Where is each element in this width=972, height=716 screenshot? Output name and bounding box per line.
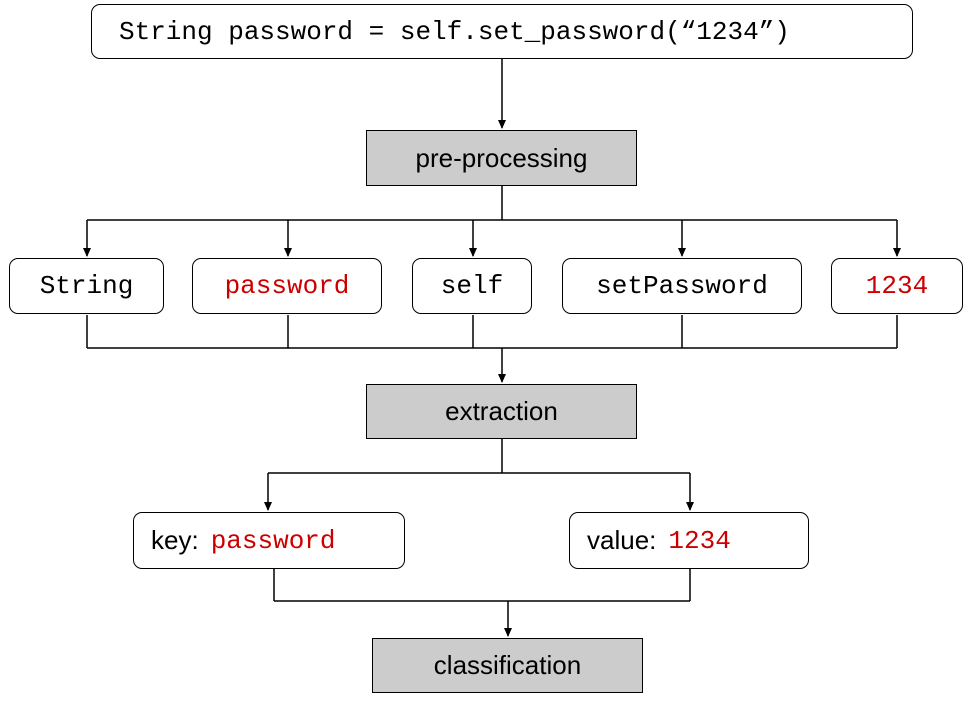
- classification-label: classification: [433, 650, 582, 680]
- token-text-3: self: [440, 271, 504, 301]
- source-code-box: String password = self.set_password(“123…: [91, 4, 913, 59]
- value-pair-box: value: 1234: [569, 512, 809, 569]
- key-pair-box: key: password: [133, 512, 405, 569]
- token-box-3: self: [412, 258, 532, 314]
- token-text-1: String: [39, 271, 134, 301]
- extraction-step: extraction: [366, 384, 637, 439]
- preprocessing-step: pre-processing: [366, 130, 637, 186]
- value-pair-value: 1234: [668, 525, 731, 556]
- extraction-label: extraction: [445, 396, 558, 426]
- token-box-5: 1234: [831, 258, 963, 314]
- value-pair-label: value:: [587, 525, 657, 555]
- preprocessing-label: pre-processing: [415, 142, 588, 173]
- token-text-5: 1234: [865, 271, 929, 301]
- token-text-2: password: [224, 271, 350, 301]
- source-code-text: String password = self.set_password(“123…: [119, 16, 790, 47]
- token-box-1: String: [9, 258, 164, 314]
- classification-step: classification: [372, 638, 643, 693]
- token-text-4: setPassword: [596, 271, 768, 301]
- key-pair-value: password: [210, 525, 336, 556]
- token-box-4: setPassword: [562, 258, 802, 314]
- token-box-2: password: [192, 258, 382, 314]
- key-pair-label: key:: [151, 525, 199, 555]
